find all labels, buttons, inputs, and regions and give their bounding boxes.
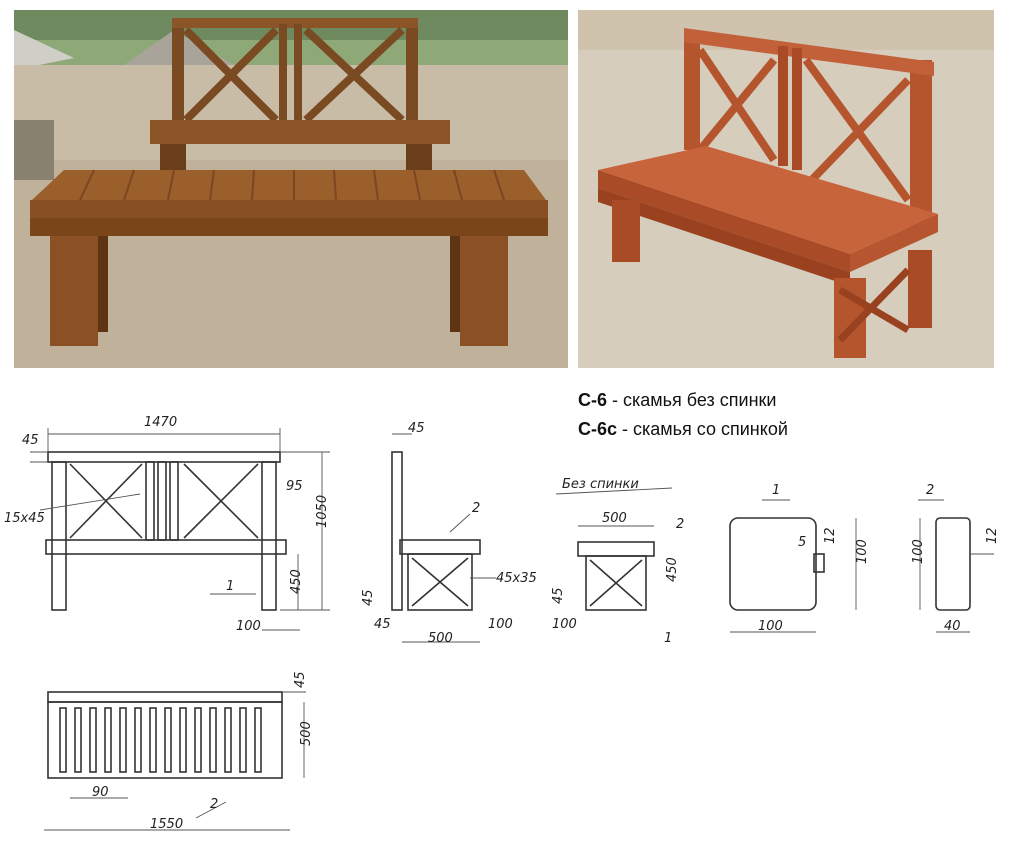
plan-slat (224, 707, 232, 773)
plan-slat (149, 707, 157, 773)
part-label-2-side: 2 (472, 501, 480, 516)
dim-seat-depth-no-back: 500 (602, 511, 627, 526)
front-view: 1470 45 15x45 95 1050 450 100 1 (4, 415, 330, 634)
plan-slat (179, 707, 187, 773)
section-1-width: 100 (758, 619, 783, 634)
legend-text-with-back: - скамья со спинкой (617, 419, 788, 439)
caption-without-back: Без спинки (562, 477, 639, 492)
plan-slat (194, 707, 202, 773)
plan-slat (119, 707, 127, 773)
plan-slat (74, 707, 82, 773)
section-1-groove-h: 12 (823, 527, 838, 544)
section-1-groove-w: 5 (798, 535, 806, 550)
plan-slat (164, 707, 172, 773)
bench-photo-image (14, 10, 568, 368)
dim-offset: 45 (374, 617, 391, 632)
dim-plan-rail: 45 (293, 671, 308, 688)
bench-with-back-photo-image (578, 10, 994, 368)
dim-plan-depth: 500 (299, 721, 314, 746)
plan-slat (104, 707, 112, 773)
dim-seat-thickness: 45 (361, 589, 376, 606)
plan-slat (89, 707, 97, 773)
dim-frame-size: 45x35 (496, 571, 537, 586)
section-2-label: 2 (926, 483, 934, 498)
dim-top-rail: 45 (22, 433, 39, 448)
dim-plan-overall-length: 1550 (150, 817, 183, 832)
side-view-with-back: 45 2 45x35 45 45 500 100 (361, 421, 537, 646)
section-2-height: 100 (911, 539, 926, 564)
legend-line-no-back: С-6 - скамья без спинки (578, 386, 788, 415)
dim-leg-width-no-back: 100 (552, 617, 577, 632)
plan-slat (239, 707, 247, 773)
dim-overall-height: 1050 (315, 495, 330, 528)
dim-overall-width: 1470 (144, 415, 177, 430)
dim-seat-depth: 500 (428, 631, 453, 646)
side-view-without-back: Без спинки 500 2 450 45 100 1 (551, 477, 684, 646)
technical-drawing: 1470 45 15x45 95 1050 450 100 1 45 2 45x… (4, 415, 1000, 832)
plan-slat (209, 707, 217, 773)
section-2-width: 40 (944, 619, 961, 634)
section-2: 2 100 12 40 (911, 483, 1000, 634)
legend-line-with-back: С-6с - скамья со спинкой (578, 415, 788, 444)
section-2-groove: 12 (985, 527, 1000, 544)
part-label-2-plan: 2 (210, 797, 218, 812)
photo-bench-without-back (14, 10, 568, 368)
dim-height-no-back: 450 (665, 557, 680, 582)
dim-leg-width: 100 (488, 617, 513, 632)
section-1-height: 100 (855, 539, 870, 564)
photo-bench-with-back (578, 10, 994, 368)
legend-text-no-back: - скамья без спинки (607, 390, 777, 410)
plan-view: 45 500 90 1550 2 (44, 671, 314, 832)
section-1-label: 1 (772, 483, 780, 498)
dim-post-width: 95 (286, 479, 303, 494)
dim-slat-size: 15x45 (4, 511, 45, 526)
dim-seat-height: 450 (289, 569, 304, 594)
legend-code-with-back: С-6с (578, 419, 618, 439)
dim-seat-thickness-no-back: 45 (551, 587, 566, 604)
part-label-2-no-back: 2 (676, 517, 684, 532)
dim-back-thickness: 45 (408, 421, 425, 436)
bench-legend: С-6 - скамья без спинки С-6с - скамья со… (578, 386, 788, 444)
dim-plan-slat-width: 90 (92, 785, 109, 800)
plan-slat (254, 707, 262, 773)
section-1: 1 5 12 100 100 (729, 483, 870, 634)
leg-label-1-no-back: 1 (664, 631, 672, 646)
part-label-1-front: 1 (226, 579, 234, 594)
dim-post-depth: 100 (236, 619, 261, 634)
plan-slat (59, 707, 67, 773)
legend-code-no-back: С-6 (578, 390, 608, 410)
plan-slats (59, 707, 262, 773)
plan-slat (134, 707, 142, 773)
